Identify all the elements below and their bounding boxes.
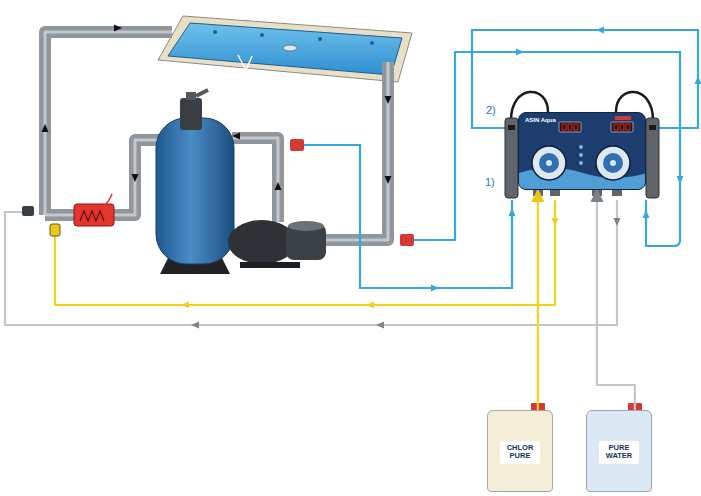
sand-filter [156, 90, 234, 274]
canister-label: CHLOR PURE [500, 441, 540, 464]
rotor-hub [546, 160, 552, 166]
dosing-lines [5, 200, 617, 325]
callout-number: 1) [485, 176, 495, 188]
tap-valve [400, 234, 414, 246]
electrode-holder [505, 118, 518, 198]
display-segment [614, 124, 618, 130]
ladder [238, 55, 252, 70]
inlet [370, 41, 374, 45]
sampling-valves [290, 139, 414, 246]
pipe-highlight [322, 62, 388, 240]
pump-head [596, 146, 630, 180]
valve-handle [186, 92, 196, 100]
dosing-arrows [181, 218, 621, 329]
pipe-highlight [232, 138, 278, 222]
flow-arrow [366, 302, 374, 309]
main-drain [283, 45, 297, 51]
flow-arrow [385, 176, 392, 184]
flow-arrow [695, 76, 701, 84]
electrode-cap [649, 125, 656, 130]
valve-lever [196, 90, 208, 96]
pipe-highlight [45, 32, 172, 215]
pump-foot [240, 262, 300, 268]
pump-outlet-pipe [232, 138, 278, 222]
flow-arrow [677, 176, 684, 184]
chlorine-line [55, 200, 555, 305]
sample-arrows [431, 27, 701, 292]
heat-exchanger [74, 194, 114, 226]
injector [50, 224, 60, 236]
indicator-led [579, 161, 583, 165]
pool-deck [158, 16, 412, 82]
pump-motor [228, 220, 296, 264]
flow-arrow [385, 96, 392, 104]
pump-rotor [603, 153, 623, 173]
canister-label: PURE WATER [599, 441, 639, 464]
flow-arrow [596, 27, 604, 34]
flow-arrow [114, 25, 122, 32]
flow-arrow [376, 322, 384, 329]
flow-arrow [614, 218, 621, 226]
injector [22, 206, 34, 216]
sample-lines [304, 30, 698, 288]
heater-body [74, 204, 114, 226]
display [611, 122, 633, 132]
flow-arrow [275, 182, 282, 190]
controller-face [519, 113, 646, 190]
probes [505, 92, 659, 198]
inlet [213, 30, 217, 34]
return-pipe [45, 32, 172, 215]
flow-arrow [232, 133, 240, 140]
display [559, 122, 581, 132]
ph-line [5, 200, 617, 325]
sample-tube [304, 145, 512, 288]
heater-coil [80, 211, 104, 221]
pool [158, 16, 412, 82]
electrode-cap [508, 125, 515, 130]
dosing-tube [537, 190, 539, 410]
tap-valve [290, 139, 304, 151]
multiport-valve [180, 98, 202, 130]
pre-filter-lid [288, 221, 324, 231]
rotor-hub [610, 160, 616, 166]
chemical-canister: PURE WATER [586, 410, 652, 492]
chemical-canister: CHLOR PURE [487, 410, 553, 492]
pump-rotor [539, 153, 559, 173]
display-segment [562, 124, 566, 130]
flow-arrow [191, 322, 199, 329]
indicator-led [579, 153, 583, 157]
pool-water [168, 23, 402, 75]
dosing-tube [597, 190, 635, 410]
heat-mark [104, 194, 112, 206]
injection-fittings [22, 206, 60, 236]
flow-arrow [516, 49, 524, 56]
flow-arrow [42, 124, 49, 132]
flow-arrow [431, 285, 439, 292]
flow-arrow [181, 302, 189, 309]
display-segment [620, 124, 624, 130]
inlet [318, 37, 322, 41]
callout-number: 2) [486, 104, 496, 116]
display-segment [574, 124, 578, 130]
brand-badge [615, 116, 631, 120]
pump [228, 220, 326, 268]
electrode-holder [646, 118, 659, 198]
controller-unit: ASIN Aqua [518, 112, 646, 190]
flow-arrow [509, 208, 516, 216]
indicator-led [579, 145, 583, 149]
pump-head [532, 146, 566, 180]
suction-pipe [322, 62, 388, 240]
display-segment [568, 124, 572, 130]
brand-name: ASIN Aqua [525, 117, 556, 123]
display-segment [626, 124, 630, 130]
flow-arrow [552, 218, 559, 226]
sample-tube [414, 52, 680, 246]
flow-arrow [132, 174, 139, 182]
filter-tank [156, 118, 234, 264]
flow-arrow [643, 210, 650, 218]
inlet [260, 33, 264, 37]
